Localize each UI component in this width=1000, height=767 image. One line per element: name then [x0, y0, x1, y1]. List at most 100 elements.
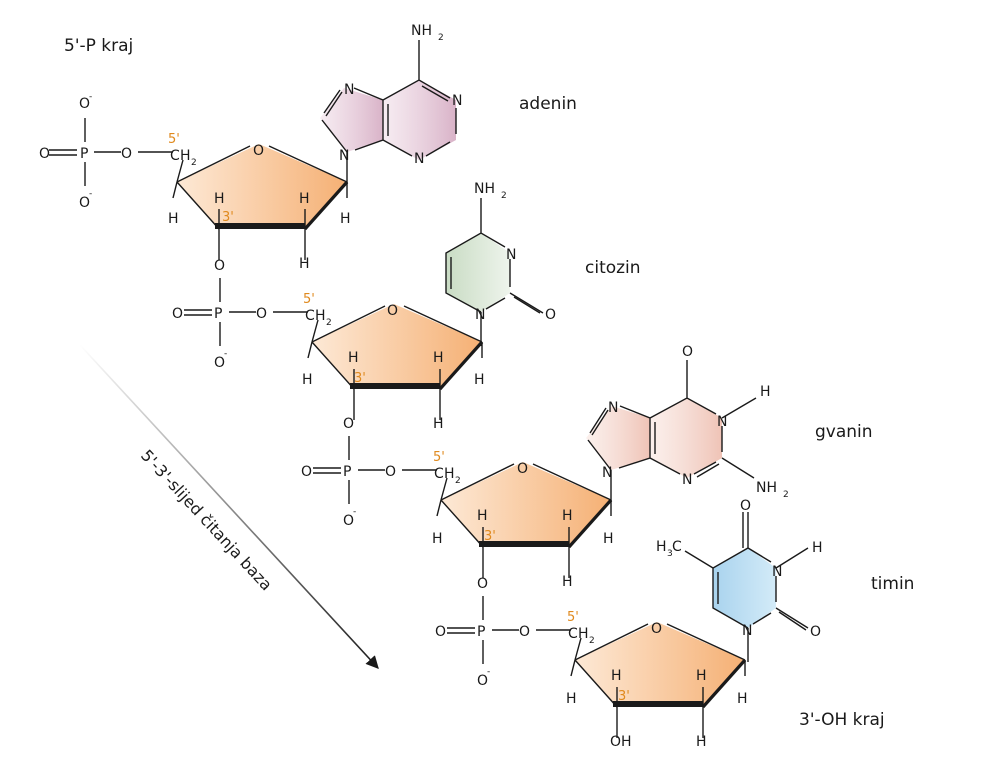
svg-text:N: N: [682, 472, 692, 488]
svg-text:N: N: [717, 414, 727, 430]
svg-text:H: H: [566, 691, 577, 707]
nucleotide-2: [184, 278, 482, 420]
svg-text:O: O: [256, 306, 267, 322]
svg-text:H: H: [315, 308, 326, 324]
svg-text:C: C: [672, 539, 682, 555]
svg-text:N: N: [452, 93, 462, 109]
svg-text:O: O: [39, 146, 50, 162]
svg-text:H: H: [340, 211, 351, 227]
svg-text:-: -: [224, 349, 227, 359]
svg-text:OH: OH: [610, 734, 632, 750]
svg-text:3': 3': [354, 371, 366, 386]
svg-text:O: O: [385, 464, 396, 480]
svg-text:H: H: [611, 668, 622, 684]
svg-text:C: C: [434, 466, 444, 482]
svg-text:C: C: [305, 308, 315, 324]
svg-text:H: H: [696, 668, 707, 684]
svg-text:H: H: [474, 372, 485, 388]
svg-text:H: H: [737, 691, 748, 707]
svg-text:O: O: [214, 355, 225, 371]
reading-direction-arrow: [79, 344, 379, 669]
svg-text:O: O: [172, 306, 183, 322]
svg-text:-: -: [89, 92, 92, 102]
svg-text:P: P: [80, 146, 88, 162]
svg-text:N: N: [339, 148, 349, 164]
svg-text:5': 5': [433, 450, 445, 465]
svg-text:N: N: [414, 151, 424, 167]
svg-text:H: H: [299, 256, 310, 272]
svg-text:O: O: [682, 344, 693, 360]
svg-text:H: H: [444, 466, 455, 482]
svg-text:O: O: [343, 416, 354, 432]
svg-text:O: O: [477, 576, 488, 592]
svg-text:H: H: [578, 626, 589, 642]
svg-text:O: O: [740, 498, 751, 514]
svg-text:N: N: [475, 307, 485, 323]
svg-text:O: O: [79, 96, 90, 112]
svg-text:H: H: [477, 508, 488, 524]
svg-text:O: O: [387, 303, 398, 319]
svg-text:NH: NH: [474, 181, 495, 197]
svg-text:H: H: [214, 191, 225, 207]
svg-text:P: P: [477, 624, 485, 640]
svg-text:H: H: [168, 211, 179, 227]
svg-text:H: H: [562, 508, 573, 524]
base-label-timin: timin: [871, 574, 914, 594]
svg-text:2: 2: [501, 191, 507, 201]
svg-text:P: P: [343, 464, 351, 480]
svg-text:3': 3': [618, 689, 630, 704]
svg-text:2: 2: [326, 318, 332, 328]
svg-text:N: N: [608, 400, 618, 416]
svg-text:5': 5': [567, 610, 579, 625]
svg-text:H: H: [302, 372, 313, 388]
svg-text:H: H: [180, 148, 191, 164]
svg-text:-: -: [89, 189, 92, 199]
svg-text:P: P: [214, 306, 222, 322]
svg-text:O: O: [810, 624, 821, 640]
svg-text:-: -: [353, 507, 356, 517]
svg-text:C: C: [170, 148, 180, 164]
svg-text:3': 3': [222, 210, 234, 225]
svg-text:-: -: [487, 667, 490, 677]
svg-text:O: O: [253, 143, 264, 159]
svg-text:O: O: [477, 673, 488, 689]
svg-text:H: H: [812, 540, 823, 556]
nucleotide-1: [49, 118, 347, 260]
svg-text:O: O: [519, 624, 530, 640]
svg-text:N: N: [602, 465, 612, 481]
svg-text:O: O: [651, 621, 662, 637]
svg-text:3: 3: [667, 549, 673, 559]
three-prime-end-label: 3'-OH kraj: [799, 710, 885, 730]
svg-text:N: N: [344, 82, 354, 98]
svg-text:O: O: [435, 624, 446, 640]
svg-text:H: H: [760, 384, 771, 400]
svg-text:2: 2: [783, 490, 789, 500]
guanine-base: N N N N O H NH 2: [586, 344, 789, 502]
nucleotide-3: [313, 436, 611, 578]
base-label-gvanin: gvanin: [815, 422, 873, 442]
svg-text:H: H: [696, 734, 707, 750]
svg-text:5': 5': [303, 292, 315, 307]
svg-text:2: 2: [589, 636, 595, 646]
svg-text:N: N: [506, 247, 516, 263]
svg-text:H: H: [433, 350, 444, 366]
svg-text:5': 5': [168, 132, 180, 147]
five-prime-end-label: 5'-P kraj: [64, 36, 133, 56]
nucleotide-4: [447, 596, 745, 738]
svg-text:H: H: [656, 539, 667, 555]
svg-text:C: C: [568, 626, 578, 642]
svg-text:N: N: [772, 564, 782, 580]
base-label-citozin: citozin: [585, 258, 641, 278]
base-label-adenin: adenin: [519, 94, 577, 114]
svg-text:O: O: [214, 258, 225, 274]
svg-text:H: H: [299, 191, 310, 207]
svg-text:H: H: [562, 574, 573, 590]
svg-text:NH: NH: [756, 480, 777, 496]
